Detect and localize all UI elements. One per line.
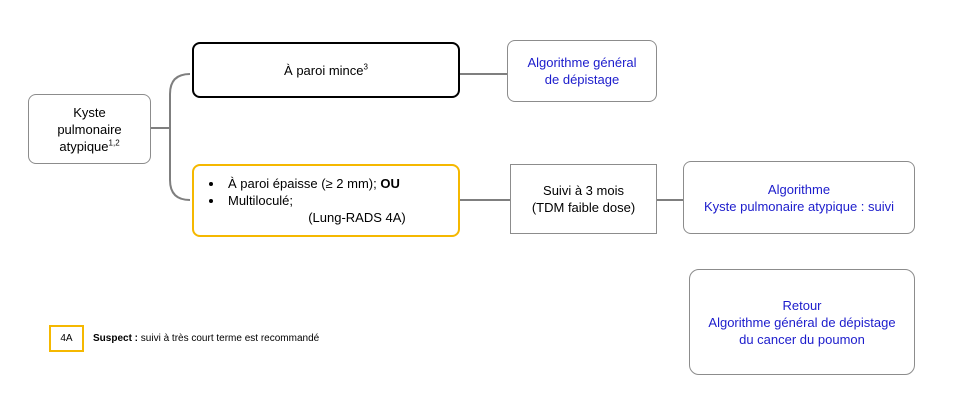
link-algorithme-kyste-suivi[interactable]: Algorithme Kyste pulmonaire atypique : s… <box>683 161 915 234</box>
suivi-line1: Algorithme <box>767 181 831 197</box>
thick-criterion-1: À paroi épaisse (≥ 2 mm); OU <box>224 175 458 192</box>
legend-label-bold: Suspect : <box>93 333 139 344</box>
legend-code-4a: 4A <box>49 325 84 352</box>
followup-line2: (TDM faible dose) <box>531 200 636 215</box>
link-algorithme-general[interactable]: Algorithme général de dépistage <box>507 40 657 102</box>
node-kyste-pulmonaire-atypique: Kyste pulmonaire atypique1,2 <box>28 94 151 164</box>
suivi-line2: Kyste pulmonaire atypique : suivi <box>703 198 895 214</box>
lung-rads-tag: (Lung-RADS 4A) <box>308 210 406 225</box>
retour-line2: Algorithme général de dépistage <box>708 314 896 330</box>
followup-line1: Suivi à 3 mois <box>543 183 624 198</box>
retour-line1: Retour <box>782 297 822 313</box>
retour-line3: du cancer du poumon <box>739 331 865 347</box>
general-line1: Algorithme général <box>527 55 637 70</box>
node-suivi-3-mois: Suivi à 3 mois (TDM faible dose) <box>510 164 657 234</box>
thick-criterion-2: Multiloculé; <box>224 192 458 209</box>
thin-footnote-ref: 3 <box>363 62 368 72</box>
start-label: Kyste pulmonaire atypique <box>57 104 122 154</box>
connector-start-branches <box>150 73 191 201</box>
legend-label-text: suivi à très court terme est recommandé <box>138 333 320 344</box>
thin-label: À paroi mince <box>284 62 364 78</box>
link-retour-algorithme-general[interactable]: Retour Algorithme général de dépistage d… <box>689 269 915 375</box>
general-line2: de dépistage <box>544 72 620 87</box>
legend-text: Suspect : suivi à très court terme est r… <box>93 332 319 345</box>
node-paroi-epaisse: À paroi épaisse (≥ 2 mm); OU Multiloculé… <box>192 164 460 237</box>
thick-or-label: OU <box>380 176 400 191</box>
node-paroi-mince: À paroi mince3 <box>192 42 460 98</box>
start-footnote-ref: 1,2 <box>108 138 120 148</box>
